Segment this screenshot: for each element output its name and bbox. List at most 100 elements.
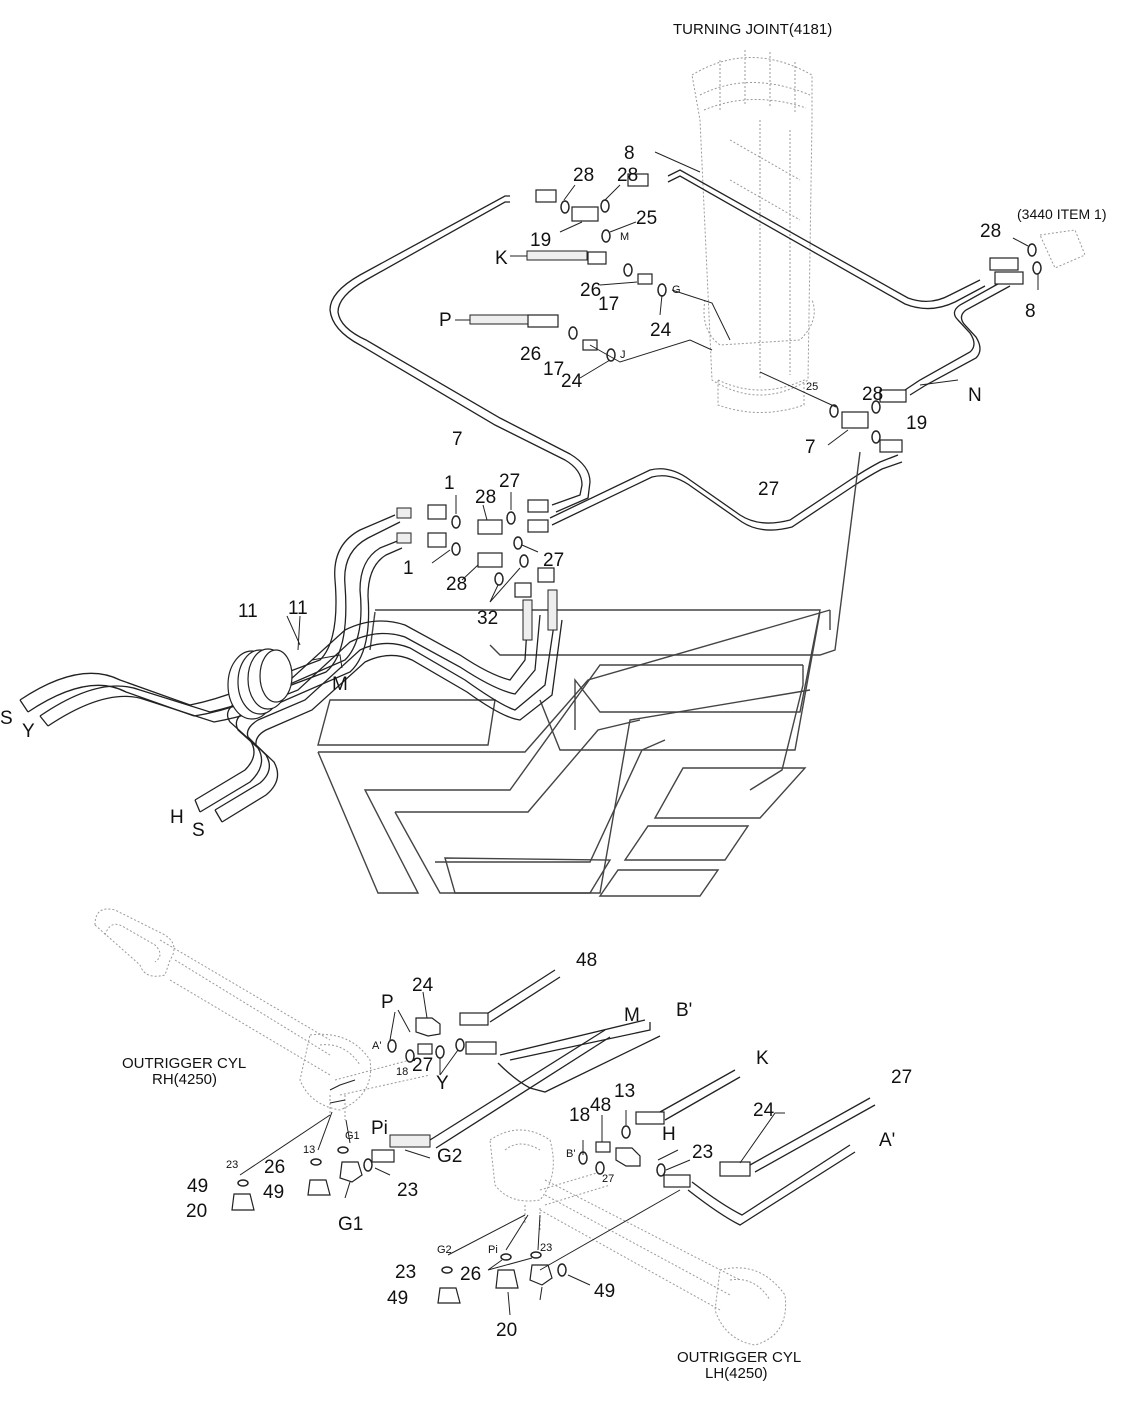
plug-49 (307, 1179, 331, 1196)
callout-label: 28 (862, 384, 883, 405)
o-ring (237, 1179, 249, 1187)
outrigger-cyl-lh-ghost (489, 1129, 787, 1346)
hose-fitting (663, 1174, 691, 1188)
hose-fitting (427, 532, 447, 548)
o-ring (600, 199, 610, 213)
turning-joint-ghost (691, 50, 815, 413)
outrigger-rh-label-line1: OUTRIGGER CYL (122, 1055, 246, 1072)
callout-label: 24 (753, 1100, 775, 1121)
callout-label: 28 (446, 574, 467, 595)
callout-label: 49 (594, 1281, 615, 1302)
o-ring (337, 1146, 349, 1154)
callout-label: G (672, 284, 681, 296)
callout-label: M (624, 1005, 640, 1026)
adapter-18 (417, 1043, 433, 1055)
callout-label: S (0, 708, 13, 729)
callout-label: 27 (412, 1055, 433, 1076)
callout-label: 7 (805, 437, 816, 458)
hose-fitting (465, 1041, 497, 1055)
hose-k-sleeve (526, 250, 588, 261)
callout-label: 28 (475, 487, 496, 508)
callout-label: 20 (186, 1201, 207, 1222)
callout-label: 24 (650, 320, 672, 341)
hose-sleeve (547, 589, 558, 631)
hose-fitting (994, 271, 1024, 285)
callout-label: 49 (187, 1176, 208, 1197)
plug-49 (437, 1287, 461, 1304)
outrigger-lh-label-line1: OUTRIGGER CYL (677, 1349, 801, 1366)
callout-label: 27 (758, 479, 779, 500)
elbow-20 (529, 1264, 553, 1286)
callout-label: 25 (806, 381, 818, 393)
callout-label: 28 (573, 165, 594, 186)
hose-fitting (635, 1111, 665, 1125)
hose-sleeve (522, 599, 533, 641)
hose-fitting (459, 1012, 489, 1026)
callout-label: J (620, 349, 626, 361)
note-3440-item-1: (3440 ITEM 1) (1017, 206, 1106, 222)
callout-label: 23 (692, 1142, 713, 1163)
o-ring (1027, 243, 1037, 257)
callout-label: Pi (488, 1244, 498, 1256)
hose-fitting (371, 1149, 395, 1163)
callout-label: 27 (602, 1173, 614, 1185)
callout-label: 1 (444, 473, 455, 494)
lower-hoses (231, 969, 876, 1316)
callout-label: 26 (460, 1264, 481, 1285)
callout-label: 25 (636, 208, 657, 229)
o-ring (451, 542, 461, 556)
callout-label: P (439, 310, 452, 331)
o-ring (557, 1263, 567, 1277)
callout-label: 28 (980, 221, 1001, 242)
tee-fitting-1 (477, 552, 503, 568)
callout-label: 26 (580, 280, 601, 301)
callout-label: 24 (412, 975, 434, 996)
callout-label: M (332, 674, 348, 695)
callout-label: M (620, 231, 629, 243)
o-ring (513, 536, 523, 550)
callout-label: Y (436, 1073, 449, 1094)
callout-label: 19 (530, 230, 551, 251)
elbow-48 (615, 1147, 641, 1167)
hose-fitting (879, 389, 907, 403)
hose-fitting (719, 1161, 751, 1177)
callout-label: G1 (338, 1214, 363, 1235)
callout-label: 26 (520, 344, 541, 365)
callout-label: 28 (617, 165, 638, 186)
o-ring (623, 263, 633, 277)
callout-label: K (495, 248, 508, 269)
callout-label: 13 (303, 1144, 315, 1156)
callout-label: N (968, 385, 982, 406)
plug-49 (231, 1193, 255, 1211)
outrigger-rh-label-line2: RH(4250) (152, 1071, 217, 1088)
hose-sleeve-13 (389, 1134, 431, 1148)
callout-label: 7 (452, 429, 463, 450)
o-ring (310, 1158, 322, 1166)
callout-label: 27 (891, 1067, 912, 1088)
callout-label: 23 (540, 1242, 552, 1254)
callout-label: 23 (397, 1180, 418, 1201)
hose-fitting (537, 567, 555, 583)
adapter-18 (595, 1141, 611, 1153)
callout-label: 48 (576, 950, 597, 971)
callout-label: Pi (371, 1118, 388, 1139)
o-ring (435, 1045, 445, 1059)
o-ring (441, 1266, 453, 1274)
callout-label: 32 (477, 608, 498, 629)
hose-fitting (879, 439, 903, 453)
callout-label: 17 (543, 359, 564, 380)
elbow-20 (339, 1161, 363, 1183)
o-ring (656, 1163, 666, 1177)
tee-fitting-1 (477, 519, 503, 535)
callout-label: 18 (396, 1066, 408, 1078)
callout-label: 49 (387, 1288, 408, 1309)
hose-fitting (989, 257, 1019, 271)
hose-end (396, 507, 412, 519)
o-ring (387, 1039, 397, 1053)
callout-label: Y (22, 721, 35, 742)
callout-label: H (170, 807, 184, 828)
callout-label: 23 (226, 1159, 238, 1171)
o-ring (500, 1253, 512, 1261)
left-hose-bundle (19, 492, 563, 823)
